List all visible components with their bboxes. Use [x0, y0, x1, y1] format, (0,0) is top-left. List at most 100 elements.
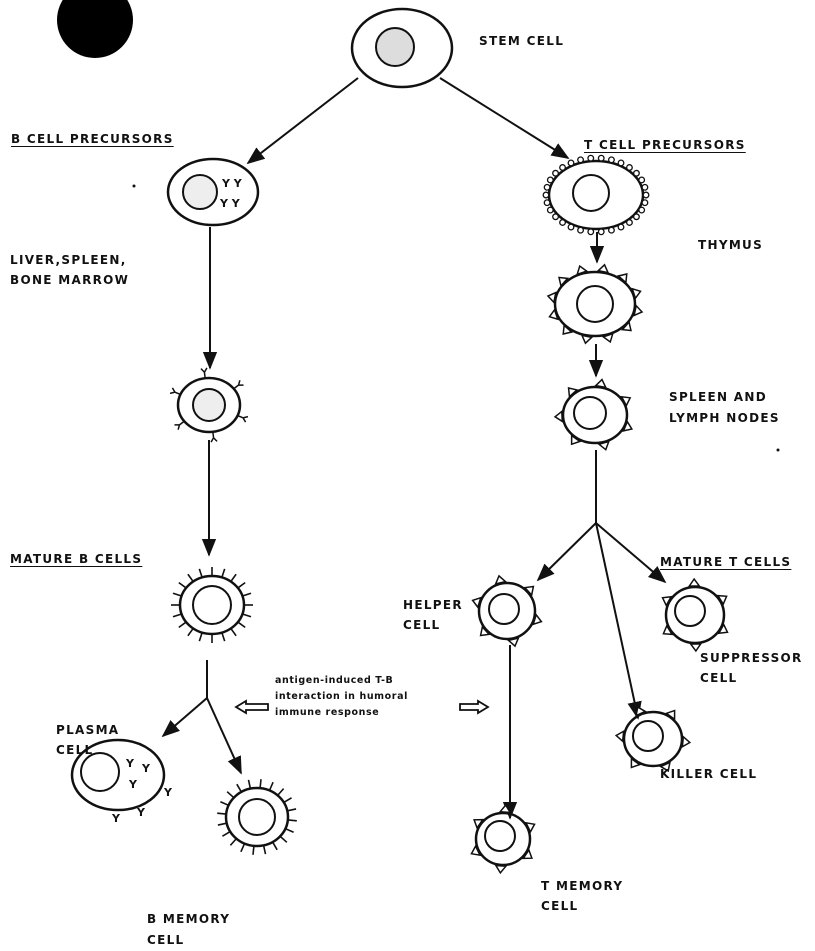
t-precursor-cell	[542, 154, 650, 236]
cell-surface-marker	[285, 827, 294, 834]
arrow-to-helper	[536, 522, 597, 582]
hollow-arrow-right	[459, 699, 490, 715]
label-b-memory: B MEMORY	[147, 912, 231, 926]
cell-surface-marker	[532, 613, 543, 626]
cell-surface-marker	[277, 788, 285, 796]
cell-surface-marker	[567, 159, 575, 167]
arrow-to-killer	[595, 522, 642, 720]
cell-surface-marker	[664, 709, 676, 721]
label-bone-marrow: BONE MARROW	[10, 273, 130, 287]
label-plasma: PLASMA	[56, 723, 120, 737]
cell-surface-marker	[594, 378, 607, 389]
svg-text:Y: Y	[141, 762, 151, 775]
cell-surface-marker	[543, 183, 551, 191]
cell-surface-marker	[622, 420, 634, 432]
cell-surface-marker	[552, 169, 559, 177]
cell-surface-marker	[268, 781, 274, 791]
cell-surface-marker	[210, 431, 218, 443]
cell-surface-marker	[271, 841, 278, 851]
cell-surface-marker	[552, 213, 559, 221]
cell-surface-marker	[587, 154, 595, 162]
cell-surface-marker	[633, 169, 640, 177]
helper-t-cell	[471, 574, 543, 648]
cell-surface-marker	[283, 797, 292, 804]
cell-surface-marker	[236, 783, 243, 793]
cell-surface-marker	[580, 334, 594, 345]
cell-surface-marker	[567, 387, 579, 399]
cell-surface-marker	[662, 624, 674, 636]
cell-surface-marker	[641, 199, 649, 207]
speck	[132, 184, 136, 188]
cell-surface-marker	[633, 304, 644, 317]
svg-text:Y: Y	[136, 806, 146, 819]
cell-surface-marker	[641, 183, 649, 191]
arrow-to-suppressor	[595, 522, 667, 584]
label-spleen-and: SPLEEN AND	[669, 390, 767, 404]
cell-surface-marker	[620, 320, 632, 332]
cell-surface-marker	[559, 164, 566, 171]
cell-surface-marker	[287, 808, 297, 812]
cell-surface-marker	[172, 592, 182, 597]
label-mature-t-cells: MATURE T CELLS	[660, 555, 792, 569]
cell-surface-marker	[620, 395, 632, 408]
cell-surface-marker	[601, 332, 614, 344]
cell-surface-marker	[633, 213, 640, 221]
cell-surface-marker	[198, 568, 203, 578]
cell-surface-marker	[638, 206, 646, 214]
cell-surface-marker	[546, 176, 554, 184]
cell-surface-marker	[631, 287, 642, 300]
cell-surface-marker	[546, 291, 557, 304]
label-t-memory: T MEMORY	[541, 879, 624, 893]
cell-surface-marker	[523, 585, 535, 597]
cell-surface-marker	[187, 627, 194, 637]
b-memory-cell	[217, 779, 297, 855]
cell-surface-marker	[635, 705, 647, 717]
cell-surface-marker	[479, 625, 491, 637]
cell-surface-marker	[548, 308, 559, 321]
svg-text:Y Y: Y Y	[219, 197, 241, 210]
label-t-memory-cell: CELL	[541, 899, 579, 913]
arrow-stem-to-t	[439, 77, 570, 159]
cell-surface-marker	[577, 226, 584, 234]
interaction-note-line2: interaction in humoral	[275, 691, 408, 702]
cell-surface-marker	[169, 387, 181, 396]
cell-surface-marker	[626, 164, 633, 171]
cell-surface-marker	[200, 367, 208, 379]
cell-surface-marker	[558, 276, 570, 288]
label-b-cell-precursors: B CELL PRECURSORS	[11, 132, 174, 146]
b-intermediate-cell	[169, 367, 249, 443]
cell-surface-marker	[542, 191, 550, 199]
cell-surface-marker	[187, 573, 194, 583]
cell-surface-marker	[242, 613, 252, 618]
svg-text:Y: Y	[163, 786, 173, 799]
label-helper-cell: CELL	[403, 618, 441, 632]
cell-surface-marker	[279, 835, 288, 843]
cell-surface-marker	[259, 779, 262, 789]
svg-text:Y Y: Y Y	[221, 177, 243, 190]
cell-surface-marker	[716, 594, 728, 606]
cell-surface-marker	[689, 643, 703, 653]
cell-surface-marker	[287, 819, 297, 822]
cell-surface-marker	[174, 420, 185, 430]
cell-surface-marker	[237, 414, 249, 423]
thymus-cell	[546, 263, 644, 345]
cell-surface-marker	[596, 263, 610, 274]
label-lymph-nodes: LYMPH NODES	[669, 411, 780, 425]
cell-surface-marker	[597, 154, 605, 162]
cell-surface-marker	[608, 226, 615, 234]
cell-surface-marker	[494, 574, 508, 585]
cell-surface-marker	[614, 729, 625, 743]
cell-surface-marker	[237, 621, 246, 628]
cell-surface-marker	[506, 637, 520, 648]
cell-surface-marker	[220, 800, 229, 807]
cell-surface-marker	[562, 323, 574, 335]
cell-surface-marker	[617, 223, 625, 231]
lymph-t-cell	[553, 378, 634, 451]
stem-cell	[350, 7, 454, 89]
cell-surface-marker	[222, 830, 231, 837]
label-killer-cell: KILLER CELL	[660, 767, 758, 781]
t-memory-cell	[470, 803, 536, 875]
interaction-note-line1: antigen-induced T-B	[275, 675, 394, 686]
cell-surface-marker	[242, 592, 252, 597]
